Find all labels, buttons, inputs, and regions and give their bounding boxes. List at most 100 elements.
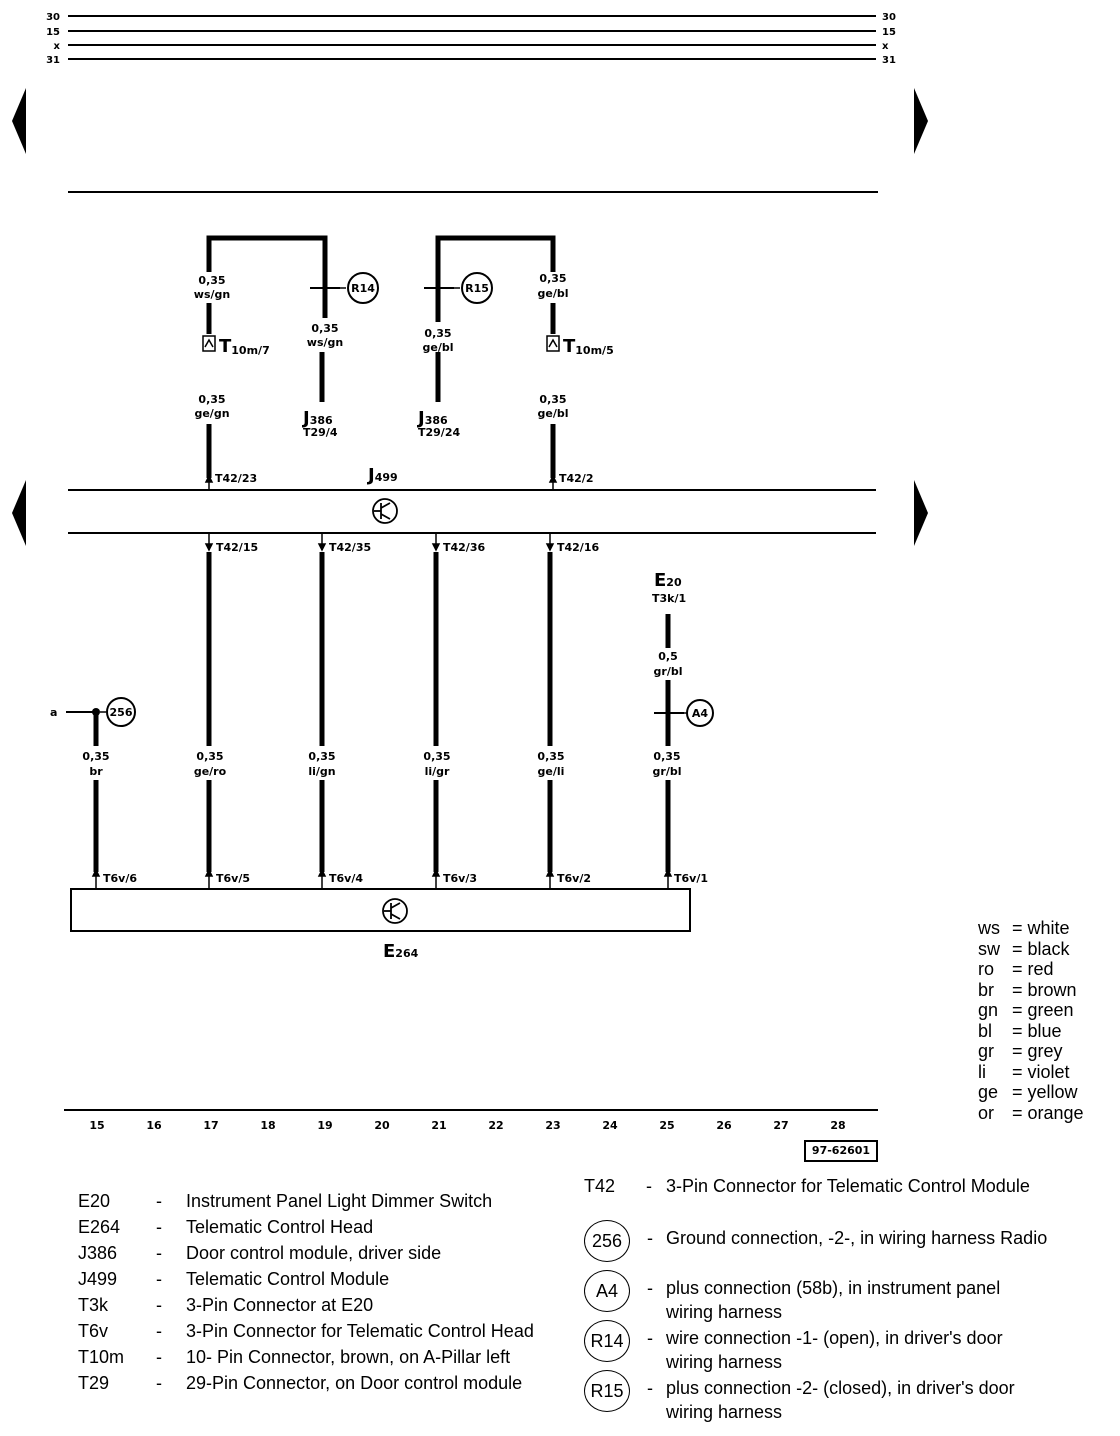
legend-row: J386-Door control module, driver side xyxy=(78,1240,534,1266)
legend-dash: - xyxy=(156,1347,162,1367)
legend-t42-code: T42 xyxy=(584,1176,616,1196)
legend-row: J499-Telematic Control Module xyxy=(78,1266,534,1292)
a4-circle-label: A4 xyxy=(692,707,709,720)
w25-mid-color: gr/bl xyxy=(654,665,683,678)
color-code-row: gr= grey xyxy=(978,1041,1084,1062)
w21-bot-size: 0,35 xyxy=(423,750,450,763)
w17-top-color: ws/gn xyxy=(194,288,230,301)
r15-circle-label: R15 xyxy=(465,282,489,295)
w17-mid-color: ge/gn xyxy=(194,407,229,420)
grid-number: 22 xyxy=(488,1119,503,1132)
color-name: = yellow xyxy=(1012,1082,1078,1102)
color-name: = blue xyxy=(1012,1020,1062,1041)
legend-code: E264 xyxy=(78,1217,121,1237)
legend-desc-line2: wiring harness xyxy=(666,1302,783,1322)
legend-symbol-circle: R14 xyxy=(584,1320,630,1362)
w17-bot-color: ge/ro xyxy=(194,765,227,778)
connection-legend-row: 256-Ground connection, -2-, in wiring ha… xyxy=(584,1220,1096,1276)
legend-code: T3k xyxy=(78,1295,109,1315)
grid-number: 15 xyxy=(89,1119,104,1132)
color-code-row: bl = blue xyxy=(978,1021,1084,1042)
grid-number: 26 xyxy=(716,1119,732,1132)
connection-legend-row: R15-plus connection -2- (closed), in dri… xyxy=(584,1370,1096,1426)
w19-bot-color: li/gn xyxy=(308,765,335,778)
e264-module-box xyxy=(70,888,691,932)
legend-code: E20 xyxy=(78,1191,111,1211)
color-name: = orange xyxy=(1012,1102,1084,1123)
ground-ref-label: a xyxy=(50,706,57,719)
color-code: li xyxy=(978,1061,986,1082)
next-section-arrow-icon[interactable] xyxy=(914,480,928,546)
e20-pin: T3k/1 xyxy=(652,592,686,605)
color-name: = red xyxy=(1012,959,1054,979)
legend-desc-line1: wire connection -1- (open), in driver's … xyxy=(666,1328,1003,1348)
legend-symbol-circle: 256 xyxy=(584,1220,630,1262)
loop-wire-17-19 xyxy=(206,235,328,272)
rail-x-label-right: x xyxy=(882,41,889,52)
pin-t42-35: T42/35 xyxy=(329,541,371,554)
prev-section-arrow-icon[interactable] xyxy=(12,480,26,546)
color-code: sw xyxy=(978,938,1000,959)
w17-top-size: 0,35 xyxy=(198,274,225,287)
legend-code: J386 xyxy=(78,1243,118,1263)
legend-dash: - xyxy=(156,1321,162,1341)
legend-desc: 3-Pin Connector for Telematic Control He… xyxy=(186,1321,534,1341)
legend-desc: Instrument Panel Light Dimmer Switch xyxy=(186,1191,493,1211)
w21-top-size: 0,35 xyxy=(424,327,451,340)
legend-dash: - xyxy=(647,1378,653,1398)
splice-ticks xyxy=(310,287,684,714)
t10m7-label: T10m/7 xyxy=(219,336,270,357)
r15-circle xyxy=(461,272,493,304)
pin-t6v-4: T6v/4 xyxy=(329,872,363,885)
w17-mid-size: 0,35 xyxy=(198,393,225,406)
legend-desc: plus connection (58b), in instrument pan… xyxy=(666,1276,1096,1324)
pin-t42-16: T42/16 xyxy=(557,541,599,554)
pin-t6v-2: T6v/2 xyxy=(557,872,591,885)
grid-number: 20 xyxy=(374,1119,390,1132)
rail-15-label-left: 15 xyxy=(46,27,60,38)
r14-circle xyxy=(347,272,379,304)
legend-code: T6v xyxy=(78,1321,109,1341)
color-code-row: or= orange xyxy=(978,1103,1084,1124)
t10m7-connector-icon xyxy=(202,335,216,352)
w21-top-color: ge/bl xyxy=(423,341,454,354)
t10m5-connector-icon xyxy=(546,335,560,352)
next-page-arrow-icon[interactable] xyxy=(914,88,928,154)
legend-desc: 29-Pin Connector, on Door control module xyxy=(186,1373,523,1393)
legend-desc: Ground connection, -2-, in wiring harnes… xyxy=(666,1226,1096,1250)
r14-circle-label: R14 xyxy=(351,282,375,295)
color-name: = black xyxy=(1012,938,1070,959)
legend-desc: 3-Pin Connector at E20 xyxy=(186,1295,374,1315)
w21-bot-color: li/gr xyxy=(425,765,450,778)
w23-mid-color: ge/bl xyxy=(538,407,569,420)
j499-bottom-pin-arrows xyxy=(204,533,555,552)
pin-t42-36: T42/36 xyxy=(443,541,485,554)
legend-row: T10m-10- Pin Connector, brown, on A-Pill… xyxy=(78,1344,534,1370)
w23-top-color: ge/bl xyxy=(538,287,569,300)
connection-legend: 256 - Ground connection, -2-, in wiring ha… xyxy=(584,1220,1096,1426)
grid-number: 18 xyxy=(260,1119,275,1132)
pin-t42-15: T42/15 xyxy=(216,541,258,554)
legend-dash: - xyxy=(156,1295,162,1315)
color-code: bl xyxy=(978,1020,993,1041)
w15-bot-size: 0,35 xyxy=(82,750,109,763)
grid-number: 21 xyxy=(431,1119,446,1132)
grid-number: 17 xyxy=(203,1119,218,1132)
legend-code: J499 xyxy=(78,1269,118,1289)
legend-row: E20-Instrument Panel Light Dimmer Switch xyxy=(78,1188,534,1214)
legend-row: T3k - 3-Pin Connector at E20 xyxy=(78,1292,534,1318)
w15-bot-color: br xyxy=(89,765,103,778)
component-legend: E20-Instrument Panel Light Dimmer Switch… xyxy=(78,1188,534,1396)
j499-transistor-icon xyxy=(372,498,398,524)
legend-dash: - xyxy=(647,1328,653,1348)
color-name: = green xyxy=(1012,1000,1074,1020)
color-code-row: li= violet xyxy=(978,1062,1084,1083)
color-code-row: ro = red xyxy=(978,959,1084,980)
w23-bot-size: 0,35 xyxy=(537,750,564,763)
legend-symbol: R15 xyxy=(584,1370,634,1420)
prev-page-arrow-icon[interactable] xyxy=(12,88,26,154)
color-code: ro xyxy=(978,959,995,979)
legend-symbol-circle: A4 xyxy=(584,1270,630,1312)
